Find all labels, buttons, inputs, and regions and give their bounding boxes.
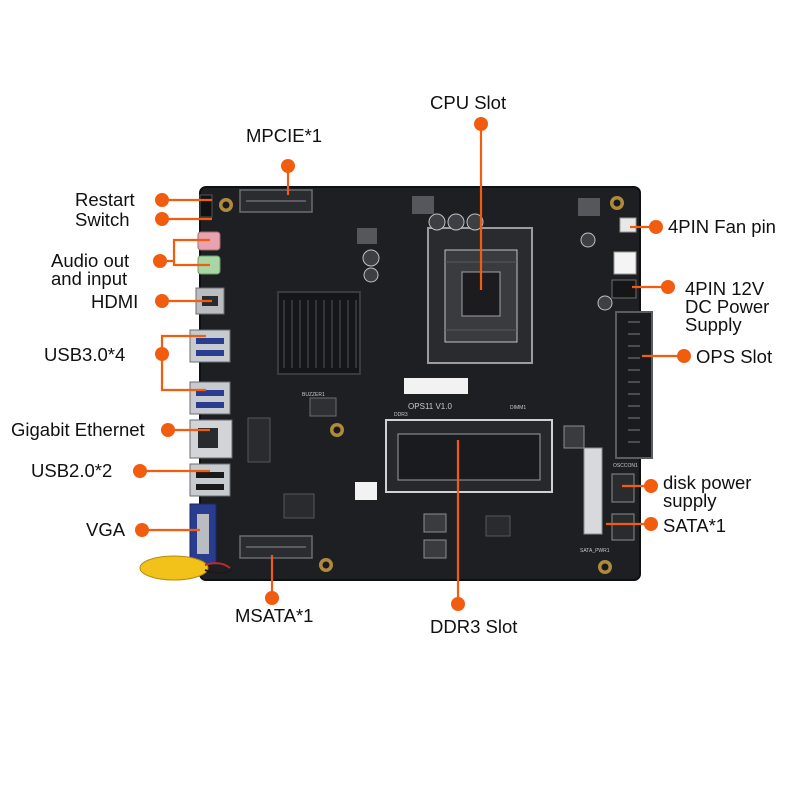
silk-sata-pwr: SATA_PWR1: [580, 548, 610, 554]
sata-connector: [583, 447, 603, 535]
label-usb30: USB3.0*4: [44, 344, 126, 365]
dot-usb20: [133, 464, 147, 478]
callout-dots: [133, 117, 691, 611]
dot-fan: [649, 220, 663, 234]
silk-dimm: DIMM1: [510, 405, 526, 411]
label-ethernet: Gigabit Ethernet: [11, 419, 145, 440]
dot-ops: [677, 349, 691, 363]
restart-switch-header: [199, 194, 213, 218]
label-ddr3: DDR3 Slot: [430, 616, 518, 637]
label-cpu-slot: CPU Slot: [430, 92, 507, 113]
dot-vga: [135, 523, 149, 537]
label-fan: 4PIN Fan pin: [668, 216, 776, 237]
silk-osccon: OSCCON1: [613, 463, 638, 469]
label-mpcie: MPCIE*1: [246, 125, 323, 146]
dot-audio: [153, 254, 167, 268]
disk-power-header: [611, 473, 635, 503]
dot-hdmi: [155, 294, 169, 308]
usb30-port-bottom: [189, 381, 231, 415]
silk-model: OPS11 V1.0: [408, 402, 452, 411]
label-audio: Audio out and input: [51, 250, 130, 289]
dot-restart: [155, 193, 169, 207]
label-dc-power: 4PIN 12V DC Power Supply: [685, 278, 770, 335]
ops-slot: [615, 311, 653, 459]
label-usb20: USB2.0*2: [31, 460, 113, 481]
dot-cpu: [474, 117, 488, 131]
dot-switch: [155, 212, 169, 226]
battery: [139, 555, 209, 581]
dot-dc-power: [661, 280, 675, 294]
label-hdmi: HDMI: [91, 291, 139, 312]
board-sticker: [404, 378, 468, 394]
dot-ethernet: [161, 423, 175, 437]
usb20-port: [189, 463, 231, 497]
dot-usb30: [155, 347, 169, 361]
dot-msata: [265, 591, 279, 605]
label-disk-power: disk power supply: [663, 472, 752, 511]
dot-mpcie: [281, 159, 295, 173]
dc-power-header: [613, 251, 637, 275]
dot-disk-power: [644, 479, 658, 493]
label-ops-slot: OPS Slot: [696, 346, 773, 367]
dot-ddr3: [451, 597, 465, 611]
silk-ddr: DDR3: [394, 412, 408, 418]
label-sata: SATA*1: [663, 515, 727, 536]
label-restart-switch: Restart Switch: [75, 189, 135, 230]
label-msata: MSATA*1: [235, 605, 314, 626]
dc-power-jack: [611, 279, 637, 299]
dot-sata: [644, 517, 658, 531]
silk-buzzer: BUZZER1: [302, 392, 325, 398]
fan-header: [619, 217, 637, 233]
label-vga: VGA: [86, 519, 126, 540]
usb30-port-top: [189, 329, 231, 363]
